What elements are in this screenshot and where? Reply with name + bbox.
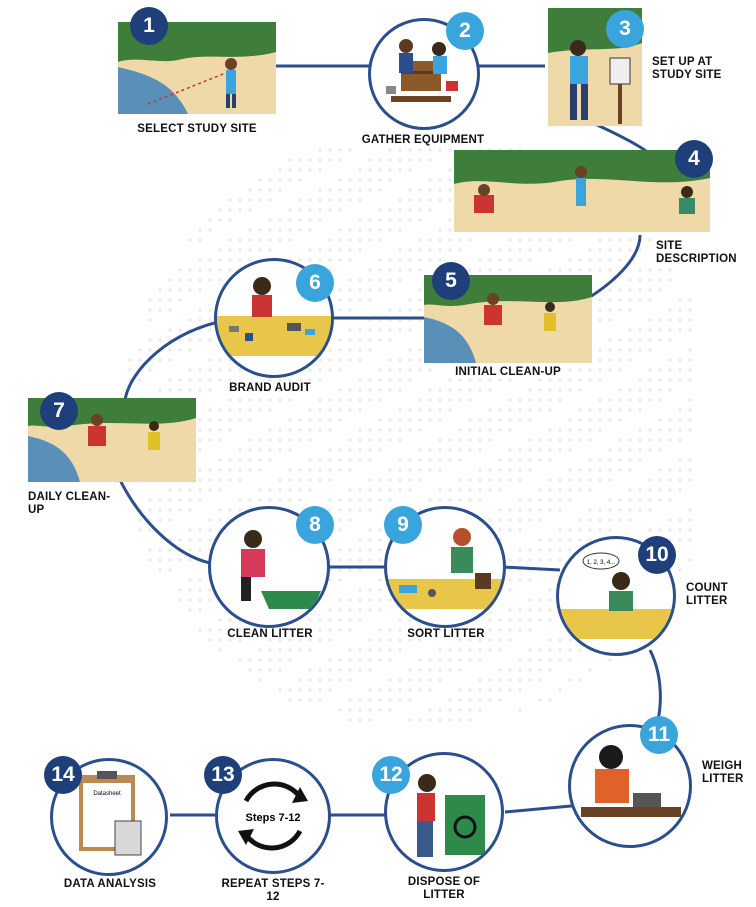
site-description-illustration [454,150,710,232]
datasheet-text: Datasheet [93,791,121,797]
step-2-image [368,18,480,130]
step-4-label: SITE DESCRIPTION [656,240,737,265]
step-2-badge: 2 [446,12,484,50]
initial-cleanup-illustration [424,275,592,363]
step-8-badge: 8 [296,506,334,544]
count-litter-illustration: 1, 2, 3, 4... [559,552,673,639]
sort-litter-illustration [387,528,503,609]
step-1-badge: 1 [130,7,168,45]
speech-bubble-text: 1, 2, 3, 4... [587,560,616,566]
step-10-badge: 10 [638,536,676,574]
step-7-label: DAILY CLEAN-UP [28,491,111,516]
step-5-image [424,275,592,363]
gather-equipment-illustration [386,39,458,102]
step-12-label: DISPOSE OF LITTER [407,876,481,901]
step-2-label: GATHER EQUIPMENT [361,134,485,146]
step-13-badge: 13 [204,756,242,794]
step-12-badge: 12 [372,756,410,794]
clean-litter-illustration [241,530,321,609]
step-3-label: SET UP AT STUDY SITE [652,56,722,81]
step-4-badge: 4 [675,140,713,178]
step-5-label: INITIAL CLEAN-UP [455,366,561,378]
step-9-label: SORT LITTER [407,628,485,640]
step-10-image: 1, 2, 3, 4... [556,536,676,656]
step-1-label: SELECT STUDY SITE [137,123,257,135]
step-9-badge: 9 [384,506,422,544]
step-13-label: REPEAT STEPS 7-12 [221,878,325,903]
repeat-cycle-illustration: Steps 7-12 [238,781,308,851]
weigh-litter-illustration [581,745,681,817]
data-analysis-illustration: Datasheet [79,771,142,856]
step-14-label: DATA ANALYSIS [63,878,157,890]
brand-audit-illustration [217,277,331,356]
step-8-label: CLEAN LITTER [227,628,313,640]
step-11-image [568,724,692,848]
step-3-badge: 3 [606,10,644,48]
dispose-litter-illustration [417,774,485,857]
step-7-badge: 7 [40,392,78,430]
step-5-badge: 5 [432,262,470,300]
step-11-label: WEIGH LITTER [702,760,744,785]
step-6-badge: 6 [296,264,334,302]
step-14-badge: 14 [44,756,82,794]
step-10-label: COUNT LITTER [686,582,728,607]
repeat-cycle-text: Steps 7-12 [245,812,300,824]
step-11-badge: 11 [640,716,678,754]
step-4-image [454,150,710,232]
step-6-label: BRAND AUDIT [229,382,311,394]
